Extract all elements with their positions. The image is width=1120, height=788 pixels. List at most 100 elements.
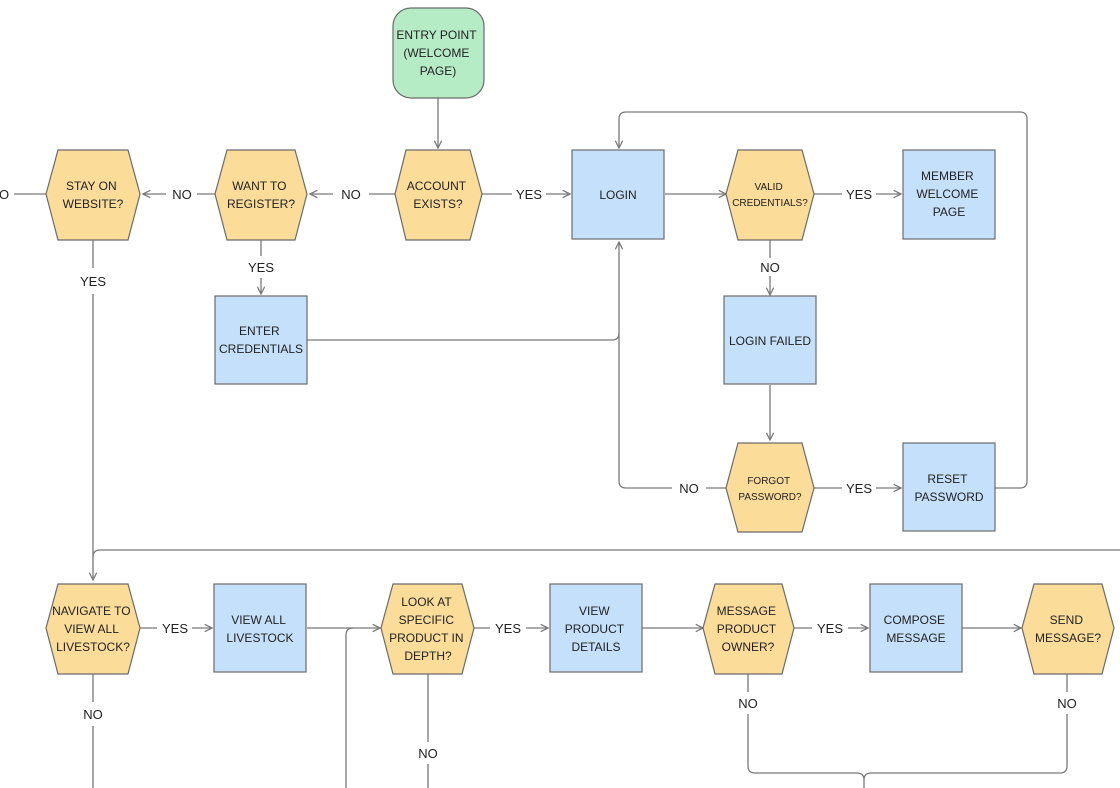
- node-details-line-1: VIEW: [579, 604, 610, 618]
- node-stay-line-1: STAY ON: [66, 179, 117, 193]
- node-send-message: SEND MESSAGE?: [1021, 583, 1115, 675]
- svg-text:RESET PASSWORD: RESET PASSWORD: [914, 472, 983, 504]
- svg-text:SEND MESSAGE?: SEND MESSAGE?: [1035, 613, 1101, 645]
- node-look-line-2: SPECIFIC: [399, 613, 455, 627]
- node-account-line-2: EXISTS?: [413, 197, 463, 211]
- edge-reset-loop: [619, 111, 1028, 489]
- node-valid-credentials: VALID CREDENTIALS?: [725, 149, 815, 241]
- node-failed-line-1: LOGIN FAILED: [729, 334, 811, 348]
- node-entry-line-3: PAGE): [420, 64, 456, 78]
- label-no-stay-cut: O: [0, 187, 9, 202]
- svg-text:LOGIN: LOGIN: [599, 188, 636, 202]
- svg-text:COMPOSE MESSAGE: COMPOSE MESSAGE: [884, 613, 949, 645]
- svg-text:WANT TO REGISTER?: WANT TO REGISTER?: [227, 179, 295, 211]
- label-yes-message: YES: [817, 621, 843, 636]
- node-member-welcome: MEMBER WELCOME PAGE: [902, 149, 996, 240]
- node-entry-line-2: (WELCOME: [403, 46, 469, 60]
- node-stay-on-website: STAY ON WEBSITE?: [45, 149, 141, 241]
- edge-forgot-no-up: [619, 242, 672, 489]
- svg-text:NAVIGATE TO VIEW ALL: NAVIGATE TO VIEW ALL LIVESTOCK?: [52, 604, 134, 654]
- node-reset-line-2: PASSWORD: [914, 490, 983, 504]
- node-message-line-1: MESSAGE: [717, 604, 776, 618]
- node-reset-password: RESET PASSWORD: [902, 442, 996, 532]
- node-account-line-1: ACCOUNT: [407, 179, 467, 193]
- svg-text:STAY ON WEBSITE?: STAY ON WEBSITE?: [63, 179, 124, 211]
- label-yes-register: YES: [248, 260, 274, 275]
- node-register-line-1: WANT TO: [232, 179, 286, 193]
- node-login-line-1: LOGIN: [599, 188, 636, 202]
- node-message-line-3: OWNER?: [722, 640, 775, 654]
- edge-incoming-look: [345, 627, 354, 788]
- node-navigate-line-1: NAVIGATE TO: [52, 604, 130, 618]
- node-message-line-2: PRODUCT: [717, 622, 777, 636]
- node-navigate-livestock: NAVIGATE TO VIEW ALL LIVESTOCK?: [45, 583, 141, 675]
- node-message-owner: MESSAGE PRODUCT OWNER?: [702, 583, 795, 675]
- label-no-register: NO: [172, 187, 192, 202]
- svg-text:MEMBER WELCOME: MEMBER WELCOME PAGE: [916, 169, 981, 219]
- label-no-forgot: NO: [679, 481, 699, 496]
- label-no-send: NO: [1057, 696, 1077, 711]
- node-view-all-livestock: VIEW ALL LIVESTOCK: [213, 583, 307, 673]
- label-yes-valid: YES: [846, 187, 872, 202]
- label-yes-look: YES: [495, 621, 521, 636]
- node-look-at-product: LOOK AT SPECIFIC PRODUCT IN DEPTH?: [380, 583, 475, 675]
- label-no-message: NO: [738, 696, 758, 711]
- svg-text:VALID CREDENTIALS?: VALID CREDENTIALS?: [732, 182, 808, 209]
- svg-text:ENTRY POINT (WELCOME: ENTRY POINT (WELCOME PAGE): [396, 28, 479, 78]
- connectors: [14, 98, 1120, 788]
- node-view-product-details: VIEW PRODUCT DETAILS: [549, 583, 643, 673]
- node-compose-message: COMPOSE MESSAGE: [869, 583, 963, 673]
- node-account-exists: ACCOUNT EXISTS?: [394, 149, 483, 241]
- node-livestock-line-2: LIVESTOCK: [226, 631, 293, 645]
- label-yes-forgot: YES: [846, 481, 872, 496]
- edge-credentials-to-login: [307, 332, 620, 341]
- svg-text:LOOK AT SPECIFIC: LOOK AT SPECIFIC PRODUCT IN DEPTH?: [389, 595, 467, 663]
- node-compose-line-2: MESSAGE: [886, 631, 945, 645]
- svg-text:ENTER CREDENTIALS: ENTER CREDENTIALS: [219, 324, 303, 356]
- node-details-line-2: PRODUCT: [565, 622, 625, 636]
- node-reset-line-1: RESET: [927, 472, 968, 486]
- node-login: LOGIN: [571, 149, 665, 240]
- node-send-line-2: MESSAGE?: [1035, 631, 1101, 645]
- label-yes-stay: YES: [80, 274, 106, 289]
- node-member-line-2: WELCOME: [916, 187, 978, 201]
- node-forgot-line-1: FORGOT: [747, 476, 790, 487]
- node-register-line-2: REGISTER?: [227, 197, 295, 211]
- node-navigate-line-3: LIVESTOCK?: [56, 640, 130, 654]
- node-stay-line-2: WEBSITE?: [63, 197, 124, 211]
- edge-no-brace: [747, 714, 1068, 788]
- node-want-to-register: WANT TO REGISTER?: [214, 149, 308, 241]
- node-enter-line-1: ENTER: [239, 324, 280, 338]
- node-member-line-1: MEMBER: [921, 169, 974, 183]
- edge-return-to-navigate: [92, 549, 1120, 558]
- label-no-look: NO: [418, 746, 438, 761]
- svg-text:ACCOUNT EXISTS?: ACCOUNT EXISTS?: [407, 179, 469, 211]
- node-livestock-line-1: VIEW ALL: [231, 613, 286, 627]
- node-entry-point: ENTRY POINT (WELCOME PAGE): [392, 7, 485, 99]
- node-compose-line-1: COMPOSE: [884, 613, 945, 627]
- node-login-failed: LOGIN FAILED: [723, 295, 817, 385]
- svg-text:MESSAGE PRODUCT: MESSAGE PRODUCT OWNER?: [717, 604, 780, 654]
- label-no-account: NO: [341, 187, 361, 202]
- node-look-line-3: PRODUCT IN: [389, 631, 463, 645]
- node-look-line-1: LOOK AT: [401, 595, 452, 609]
- node-navigate-line-2: VIEW ALL: [64, 622, 119, 636]
- node-entry-line-1: ENTRY POINT: [396, 28, 477, 42]
- node-forgot-line-2: PASSWORD?: [738, 492, 802, 503]
- svg-text:VIEW ALL LIVESTOCK: VIEW ALL LIVESTOCK: [226, 613, 293, 645]
- node-enter-credentials: ENTER CREDENTIALS: [214, 295, 308, 385]
- label-no-valid: NO: [760, 260, 780, 275]
- node-look-line-4: DEPTH?: [404, 649, 452, 663]
- node-member-line-3: PAGE: [933, 205, 965, 219]
- node-enter-line-2: CREDENTIALS: [219, 342, 303, 356]
- node-valid-line-2: CREDENTIALS?: [732, 198, 808, 209]
- svg-text:FORGOT PASSWORD?: FORGOT PASSWORD?: [738, 476, 802, 503]
- node-forgot-password: FORGOT PASSWORD?: [725, 442, 815, 533]
- label-yes-account: YES: [516, 187, 542, 202]
- node-valid-line-1: VALID: [755, 182, 783, 193]
- edge-labels: O NO NO YES YES NO YES YES NO YES YES YE…: [0, 187, 1077, 761]
- nodes: ENTRY POINT (WELCOME PAGE) ACCOUNT EXIST…: [45, 7, 1115, 675]
- label-no-navigate: NO: [83, 707, 103, 722]
- node-send-line-1: SEND: [1050, 613, 1084, 627]
